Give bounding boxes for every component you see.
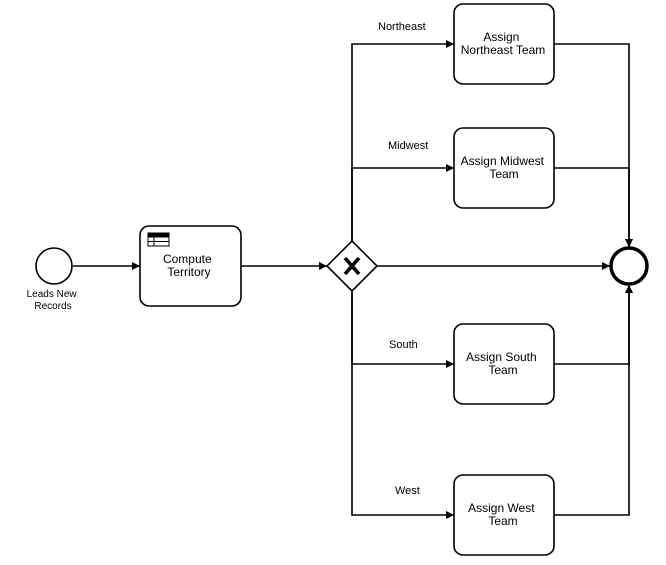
end-event[interactable] xyxy=(609,246,649,286)
task-assign-south[interactable]: Assign South Team xyxy=(453,323,555,405)
task-assign-west-label-line-1: Assign West xyxy=(468,501,535,515)
task-compute-territory[interactable]: Compute Territory xyxy=(139,225,242,307)
task-assign-south-label-line-2: Team xyxy=(488,363,517,377)
task-assign-south-box xyxy=(453,323,555,405)
start-event-label: Leads New Records xyxy=(27,289,80,312)
flow-label-northeast: Northeast xyxy=(378,21,426,33)
flow-west-to-end[interactable] xyxy=(554,285,633,516)
business-rule-table-icon xyxy=(147,232,170,247)
flow-gateway-to-midwest[interactable] xyxy=(351,164,454,241)
task-assign-midwest-label-line-2: Team xyxy=(489,167,518,181)
start-event-circle xyxy=(35,247,73,285)
flow-midwest-to-end[interactable] xyxy=(554,167,633,247)
task-assign-northeast[interactable]: Assign Northeast Team xyxy=(453,3,555,85)
task-assign-south-label: Assign South Team xyxy=(466,350,540,377)
task-assign-midwest-label: Assign Midwest Team xyxy=(461,154,548,181)
task-assign-west[interactable]: Assign West Team xyxy=(453,474,555,556)
task-assign-west-label-line-2: Team xyxy=(488,514,517,528)
task-compute-territory-label-line-2: Territory xyxy=(167,265,210,279)
task-compute-territory-label: Compute Territory xyxy=(163,252,215,279)
task-assign-northeast-label-line-1: Assign xyxy=(483,30,519,44)
start-event-label-line-2: Records xyxy=(34,301,71,312)
task-assign-west-label: Assign West Team xyxy=(468,501,538,528)
task-assign-south-label-line-1: Assign South xyxy=(466,350,537,364)
flow-label-west: West xyxy=(395,485,420,497)
task-assign-midwest[interactable]: Assign Midwest Team xyxy=(453,127,555,209)
task-assign-west-box xyxy=(453,474,555,556)
sequence-flows xyxy=(73,40,633,519)
task-assign-midwest-label-line-1: Assign Midwest xyxy=(461,154,545,168)
task-assign-midwest-box xyxy=(453,127,555,209)
x-icon xyxy=(343,256,361,276)
task-assign-northeast-label: Assign Northeast Team xyxy=(461,30,546,57)
flow-label-midwest: Midwest xyxy=(388,140,428,152)
end-event-circle xyxy=(609,246,649,286)
flow-label-south: South xyxy=(389,339,418,351)
exclusive-gateway[interactable] xyxy=(325,239,379,293)
start-event[interactable]: Leads New Records xyxy=(27,247,80,312)
start-event-label-line-1: Leads New xyxy=(27,289,78,300)
task-assign-northeast-label-line-2: Northeast Team xyxy=(461,43,546,57)
flow-gateway-to-south[interactable] xyxy=(351,291,454,368)
task-compute-territory-label-line-1: Compute xyxy=(163,252,212,266)
task-assign-northeast-box xyxy=(453,3,555,85)
flow-south-to-end[interactable] xyxy=(554,285,633,365)
flow-gateway-to-west[interactable] xyxy=(351,291,454,519)
flow-northeast-to-end[interactable] xyxy=(554,43,633,247)
